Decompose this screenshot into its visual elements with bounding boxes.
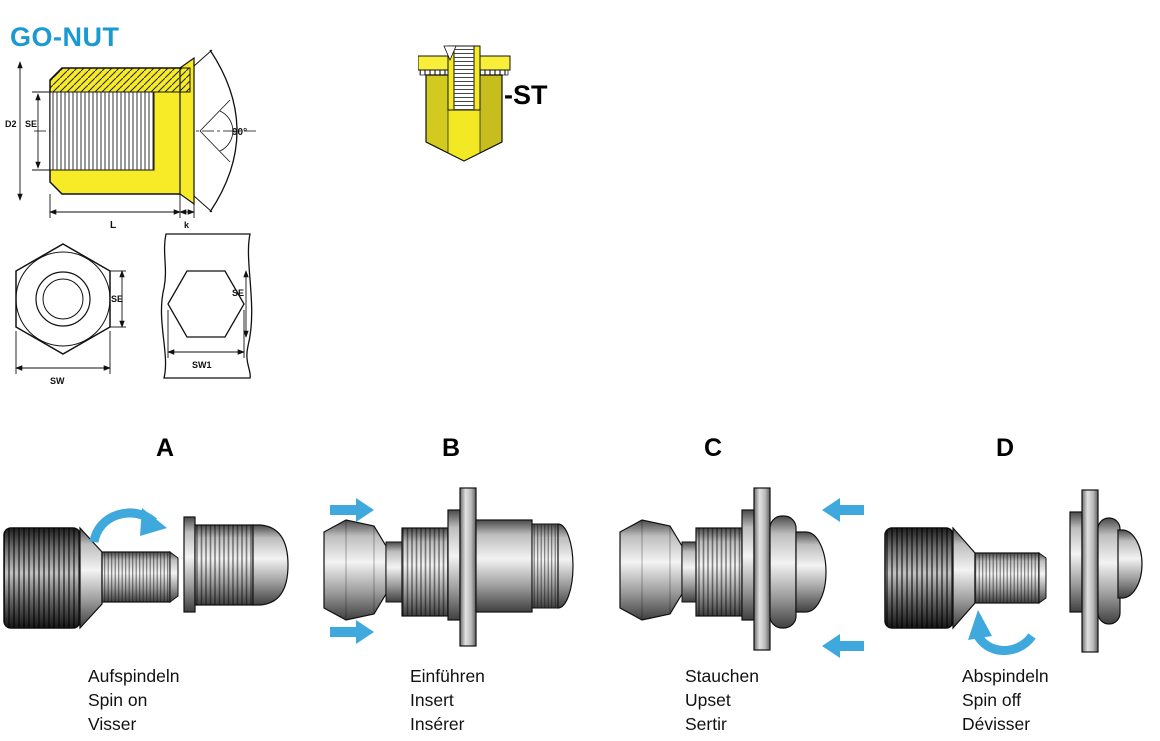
nut-shank [475, 519, 574, 613]
upset-arrow-bottom-icon [822, 634, 864, 658]
step-a-caption: Aufspindeln Spin on Visser [88, 664, 179, 736]
section-view-drawing: D2 SE L k 90° [5, 49, 256, 231]
spin-tool [884, 526, 1047, 630]
insert-arrow-bottom-icon [330, 620, 374, 644]
dim-label-l: L [110, 220, 116, 231]
panel-hole-view-drawing: SE SW1 [160, 233, 253, 379]
threaded-mandrel [975, 553, 1039, 603]
tool-and-nut [619, 509, 755, 621]
dim-label-se: SE [232, 288, 244, 298]
hex-body [425, 74, 503, 162]
tool-and-nut [323, 509, 461, 621]
dim-label-sw: SW [50, 376, 65, 386]
flange [1069, 511, 1083, 613]
rotation-arrow-icon [968, 610, 1036, 655]
hex-chuck [619, 519, 683, 621]
step-c-caption: Stauchen Upset Sertir [685, 664, 759, 736]
internal-thread [454, 46, 474, 110]
upset-bulge-and-nose [769, 515, 827, 629]
flange [741, 509, 755, 621]
internal-thread [50, 92, 154, 170]
sheet-panel [753, 487, 771, 651]
step-b-letter: B [442, 434, 461, 462]
knurled-shank [195, 525, 253, 605]
hex-chuck [323, 519, 387, 621]
sheet-break-outline [160, 233, 253, 379]
flange [447, 509, 461, 621]
dimension-lines [167, 270, 249, 358]
dim-label-k: k [184, 220, 190, 230]
insert-arrow-top-icon [330, 498, 374, 522]
step-c-illustration [619, 487, 864, 658]
variant-label: -ST [504, 80, 548, 110]
step-d-letter: D [996, 434, 1015, 462]
rotation-arrow-icon [89, 508, 167, 544]
hex-outline [15, 243, 111, 355]
spin-tool [3, 526, 179, 630]
step-a-letter: A [156, 434, 175, 462]
knurled-handle [4, 528, 80, 628]
cutaway-bore [443, 45, 481, 111]
step-a-illustration [3, 508, 289, 630]
bulge [769, 515, 797, 629]
dim-label-d2: D2 [5, 119, 17, 129]
hex-front-view-drawing: SW SE [15, 243, 126, 386]
sheet-panel [459, 487, 477, 647]
caption-line: Upset [685, 690, 731, 710]
caption-line: Insert [410, 690, 454, 710]
dim-label-se: SE [25, 119, 37, 129]
bulge [1097, 517, 1121, 625]
caption-line: Stauchen [685, 666, 759, 686]
step-d-caption: Abspindeln Spin off Dévisser [962, 664, 1049, 736]
dim-label-angle: 90° [232, 127, 247, 138]
dim-label-sw1: SW1 [192, 360, 212, 370]
caption-line: Aufspindeln [88, 666, 180, 686]
threaded-mandrel [102, 552, 170, 602]
caption-line: Abspindeln [962, 666, 1049, 686]
caption-line: Einführen [410, 666, 485, 686]
dimension-lines [17, 61, 234, 218]
rivet-nut-3d-drawing [418, 45, 511, 162]
step-d-illustration [884, 489, 1143, 655]
rivet-nut [183, 516, 289, 613]
caption-line: Visser [88, 714, 137, 734]
step-c-letter: C [704, 434, 723, 462]
sheet-panel [1081, 489, 1099, 653]
upset-arrow-top-icon [822, 498, 864, 522]
chamfer-notch [443, 45, 457, 62]
rivet-nut-section [49, 49, 238, 213]
caption-line: Dévisser [962, 714, 1031, 734]
caption-line: Spin off [962, 690, 1022, 710]
countersink-arc [209, 49, 238, 213]
page-title: GO-NUT [10, 22, 120, 53]
step-b-caption: Einführen Insert Insérer [410, 664, 485, 736]
dimension-lines [15, 270, 126, 374]
step-b-illustration [323, 487, 574, 647]
dim-label-se: SE [111, 294, 123, 304]
knurled-handle [885, 528, 953, 628]
caption-line: Insérer [410, 714, 465, 734]
caption-line: Spin on [88, 690, 148, 710]
caption-line: Sertir [685, 714, 727, 734]
installed-nut [1069, 489, 1143, 653]
